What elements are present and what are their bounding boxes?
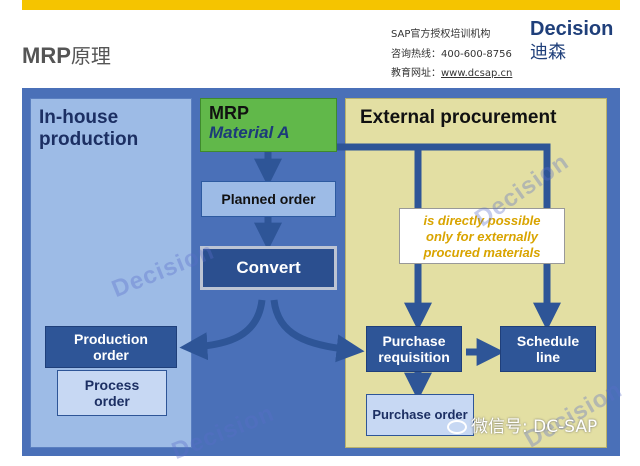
top-accent-bar xyxy=(22,0,620,10)
arrow-convert-to-production xyxy=(179,299,266,361)
website-line: 教育网址：www.dcsap.cn xyxy=(391,68,513,79)
logo-cn: 迪森 xyxy=(530,42,566,63)
provider-line: SAP官方授权培训机构 xyxy=(391,29,491,40)
external-only-note: is directly possible only for externally… xyxy=(399,208,565,264)
external-procurement-title: External procurement xyxy=(360,107,557,128)
mrp-material-a-box: MRP Material A xyxy=(200,98,337,152)
website-link[interactable]: www.dcsap.cn xyxy=(441,68,513,79)
purchase-requisition-box: Purchase requisition xyxy=(366,326,462,372)
wechat-icon xyxy=(447,420,467,434)
schedule-line-box: Schedule line xyxy=(500,326,596,372)
arrow-convert-to-purchase-req xyxy=(270,299,365,363)
logo: Decision xyxy=(530,18,614,40)
in-house-title: In-house production xyxy=(39,107,139,150)
process-order-box: Process order xyxy=(57,370,167,416)
convert-box: Convert xyxy=(200,246,337,290)
hotline-line: 咨询热线：400-600-8756 xyxy=(391,49,512,60)
external-procurement-panel: External procurement xyxy=(345,98,607,448)
planned-order-box: Planned order xyxy=(201,181,336,217)
production-order-box: Production order xyxy=(45,326,177,368)
wechat-id-label: 微信号: DC-SAP xyxy=(447,412,597,437)
page-title: MRP原理 xyxy=(22,43,111,68)
